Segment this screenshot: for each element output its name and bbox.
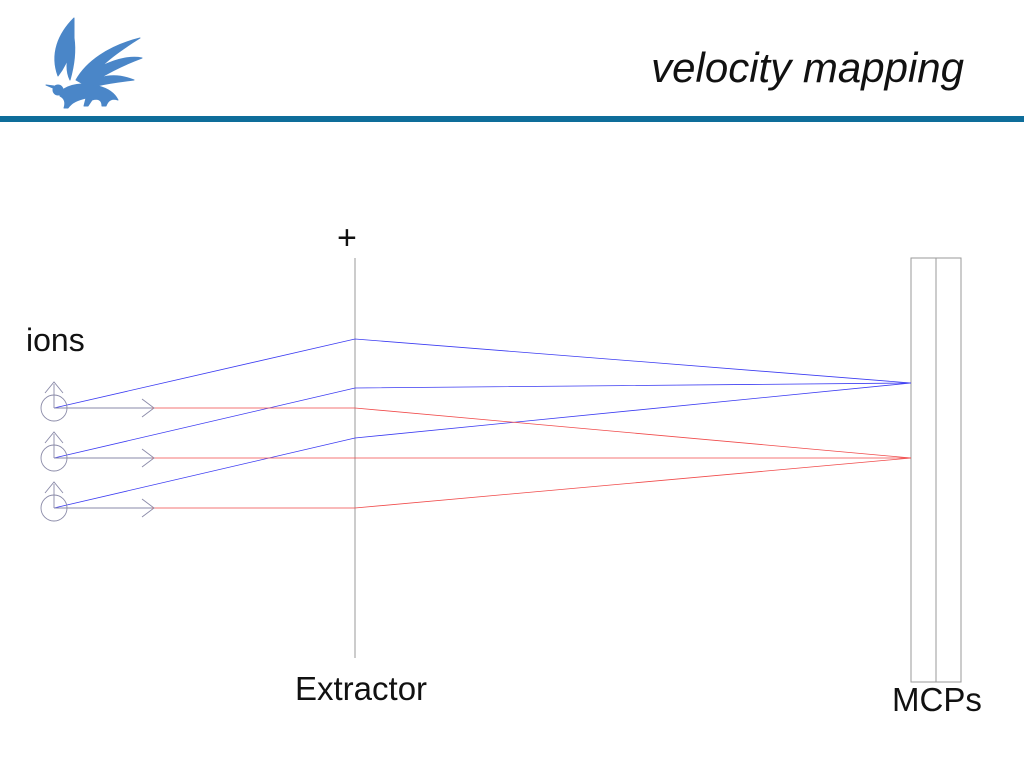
ion-symbol-2	[40, 431, 155, 472]
ion-sources	[40, 381, 155, 522]
extractor-label: Extractor	[295, 670, 428, 707]
blue-trajectory-2	[53, 382, 912, 459]
ion-symbol-1	[40, 381, 155, 422]
blue-trajectory-3	[53, 382, 912, 509]
red-trajectory-1	[54, 407, 912, 459]
ion-symbol-3	[40, 481, 155, 522]
mcp-plate-front	[910, 257, 937, 683]
slide-title: velocity mapping	[651, 44, 964, 91]
title-divider-bar	[0, 116, 1024, 122]
mcps-label: MCPs	[892, 681, 982, 718]
ion-trajectories	[53, 338, 912, 509]
blue-trajectory-1	[53, 338, 912, 409]
ions-label: ions	[26, 322, 85, 358]
griffin-logo-icon	[45, 17, 143, 109]
mcp-plate-back	[935, 257, 962, 683]
extractor-polarity-label: +	[337, 219, 357, 257]
red-trajectory-3	[54, 457, 912, 509]
